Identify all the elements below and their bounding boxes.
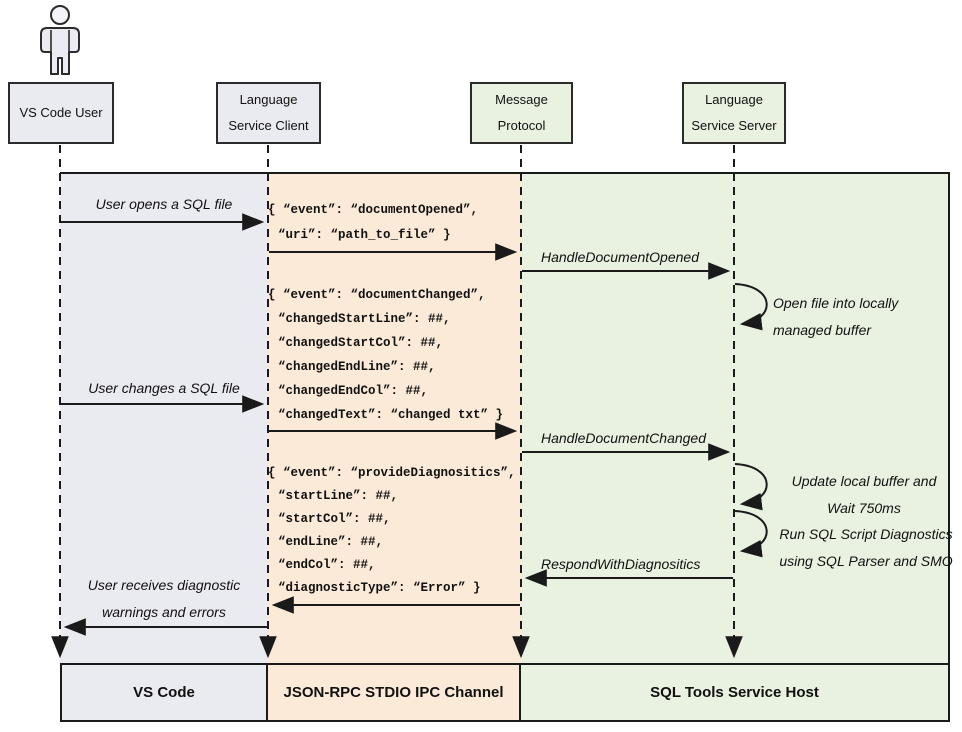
- participant-message-protocol: Message Protocol: [470, 82, 573, 144]
- participant-label: Service Client: [228, 118, 309, 133]
- label-line: warnings and errors: [102, 604, 226, 620]
- message-label-handle-changed: HandleDocumentChanged: [541, 430, 706, 446]
- lane-vscode: [60, 174, 268, 663]
- lane-ipc-channel: [268, 174, 521, 663]
- payload-line: “startLine”: ##,: [278, 489, 399, 503]
- payload-line: “changedText”: “changed txt” }: [278, 408, 504, 422]
- note-open-file: Open file into locally managed buffer: [773, 290, 958, 344]
- payload-line: “changedStartLine”: ##,: [278, 312, 451, 326]
- note-update-buffer: Update local buffer and Wait 750ms: [775, 468, 953, 522]
- message-label-user-changes: User changes a SQL file: [88, 380, 240, 396]
- participant-label: Language: [239, 92, 298, 107]
- payload-line: { “event”: “documentOpened”,: [268, 203, 479, 217]
- note-run-diagnostics: Run SQL Script Diagnostics using SQL Par…: [771, 521, 961, 575]
- payload-document-opened: { “event”: “documentOpened”, “uri”: “pat…: [268, 198, 478, 248]
- message-label-user-receives: User receives diagnostic warnings and er…: [62, 572, 266, 626]
- lane-label: VS Code: [133, 684, 195, 701]
- payload-line: “startCol”: ##,: [278, 512, 391, 526]
- participant-label: Service Server: [691, 118, 777, 133]
- payload-line: “changedEndCol”: ##,: [278, 384, 429, 398]
- lane-service-host: [521, 174, 948, 663]
- participant-label: Message: [495, 92, 548, 107]
- payload-line: { “event”: “provideDiagnositics”,: [268, 466, 516, 480]
- lane-label: SQL Tools Service Host: [650, 684, 819, 701]
- lane-box-vscode: VS Code: [60, 663, 268, 722]
- label-line: User receives diagnostic: [87, 577, 241, 593]
- payload-line: “changedEndLine”: ##,: [278, 360, 436, 374]
- payload-line: “changedStartCol”: ##,: [278, 336, 444, 350]
- participant-vscode-user: VS Code User: [8, 82, 114, 144]
- payload-line: “endCol”: ##,: [278, 558, 376, 572]
- message-label-user-opens: User opens a SQL file: [95, 196, 233, 212]
- message-label-respond-diag: RespondWithDiagnositics: [541, 556, 701, 572]
- lane-box-ipc-channel: JSON-RPC STDIO IPC Channel: [266, 663, 521, 722]
- participant-label: Language: [705, 92, 763, 107]
- payload-line: “endLine”: ##,: [278, 535, 384, 549]
- lane-box-service-host: SQL Tools Service Host: [519, 663, 950, 722]
- person-actor-icon: [40, 5, 80, 75]
- note-line: Run SQL Script Diagnostics: [779, 526, 953, 542]
- note-line: managed buffer: [773, 322, 872, 338]
- message-label-handle-opened: HandleDocumentOpened: [541, 249, 699, 265]
- payload-document-changed: { “event”: “documentChanged”, “changedSt…: [268, 283, 503, 427]
- payload-line: “diagnosticType”: “Error” }: [278, 581, 481, 595]
- payload-line: { “event”: “documentChanged”,: [268, 288, 486, 302]
- participant-language-service-client: Language Service Client: [216, 82, 321, 144]
- participant-label: VS Code User: [19, 105, 103, 120]
- lane-label: JSON-RPC STDIO IPC Channel: [283, 684, 504, 701]
- payload-provide-diagnostics: { “event”: “provideDiagnositics”, “start…: [268, 462, 516, 600]
- note-line: Open file into locally: [773, 295, 899, 311]
- participant-label: Protocol: [497, 118, 546, 133]
- bottom-lane-row: VS Code JSON-RPC STDIO IPC Channel SQL T…: [60, 663, 950, 722]
- payload-line: “uri”: “path_to_file” }: [278, 228, 451, 242]
- participant-language-service-server: Language Service Server: [682, 82, 786, 144]
- note-line: Wait 750ms: [827, 500, 901, 516]
- note-line: Update local buffer and: [791, 473, 937, 489]
- note-line: using SQL Parser and SMO: [779, 553, 953, 569]
